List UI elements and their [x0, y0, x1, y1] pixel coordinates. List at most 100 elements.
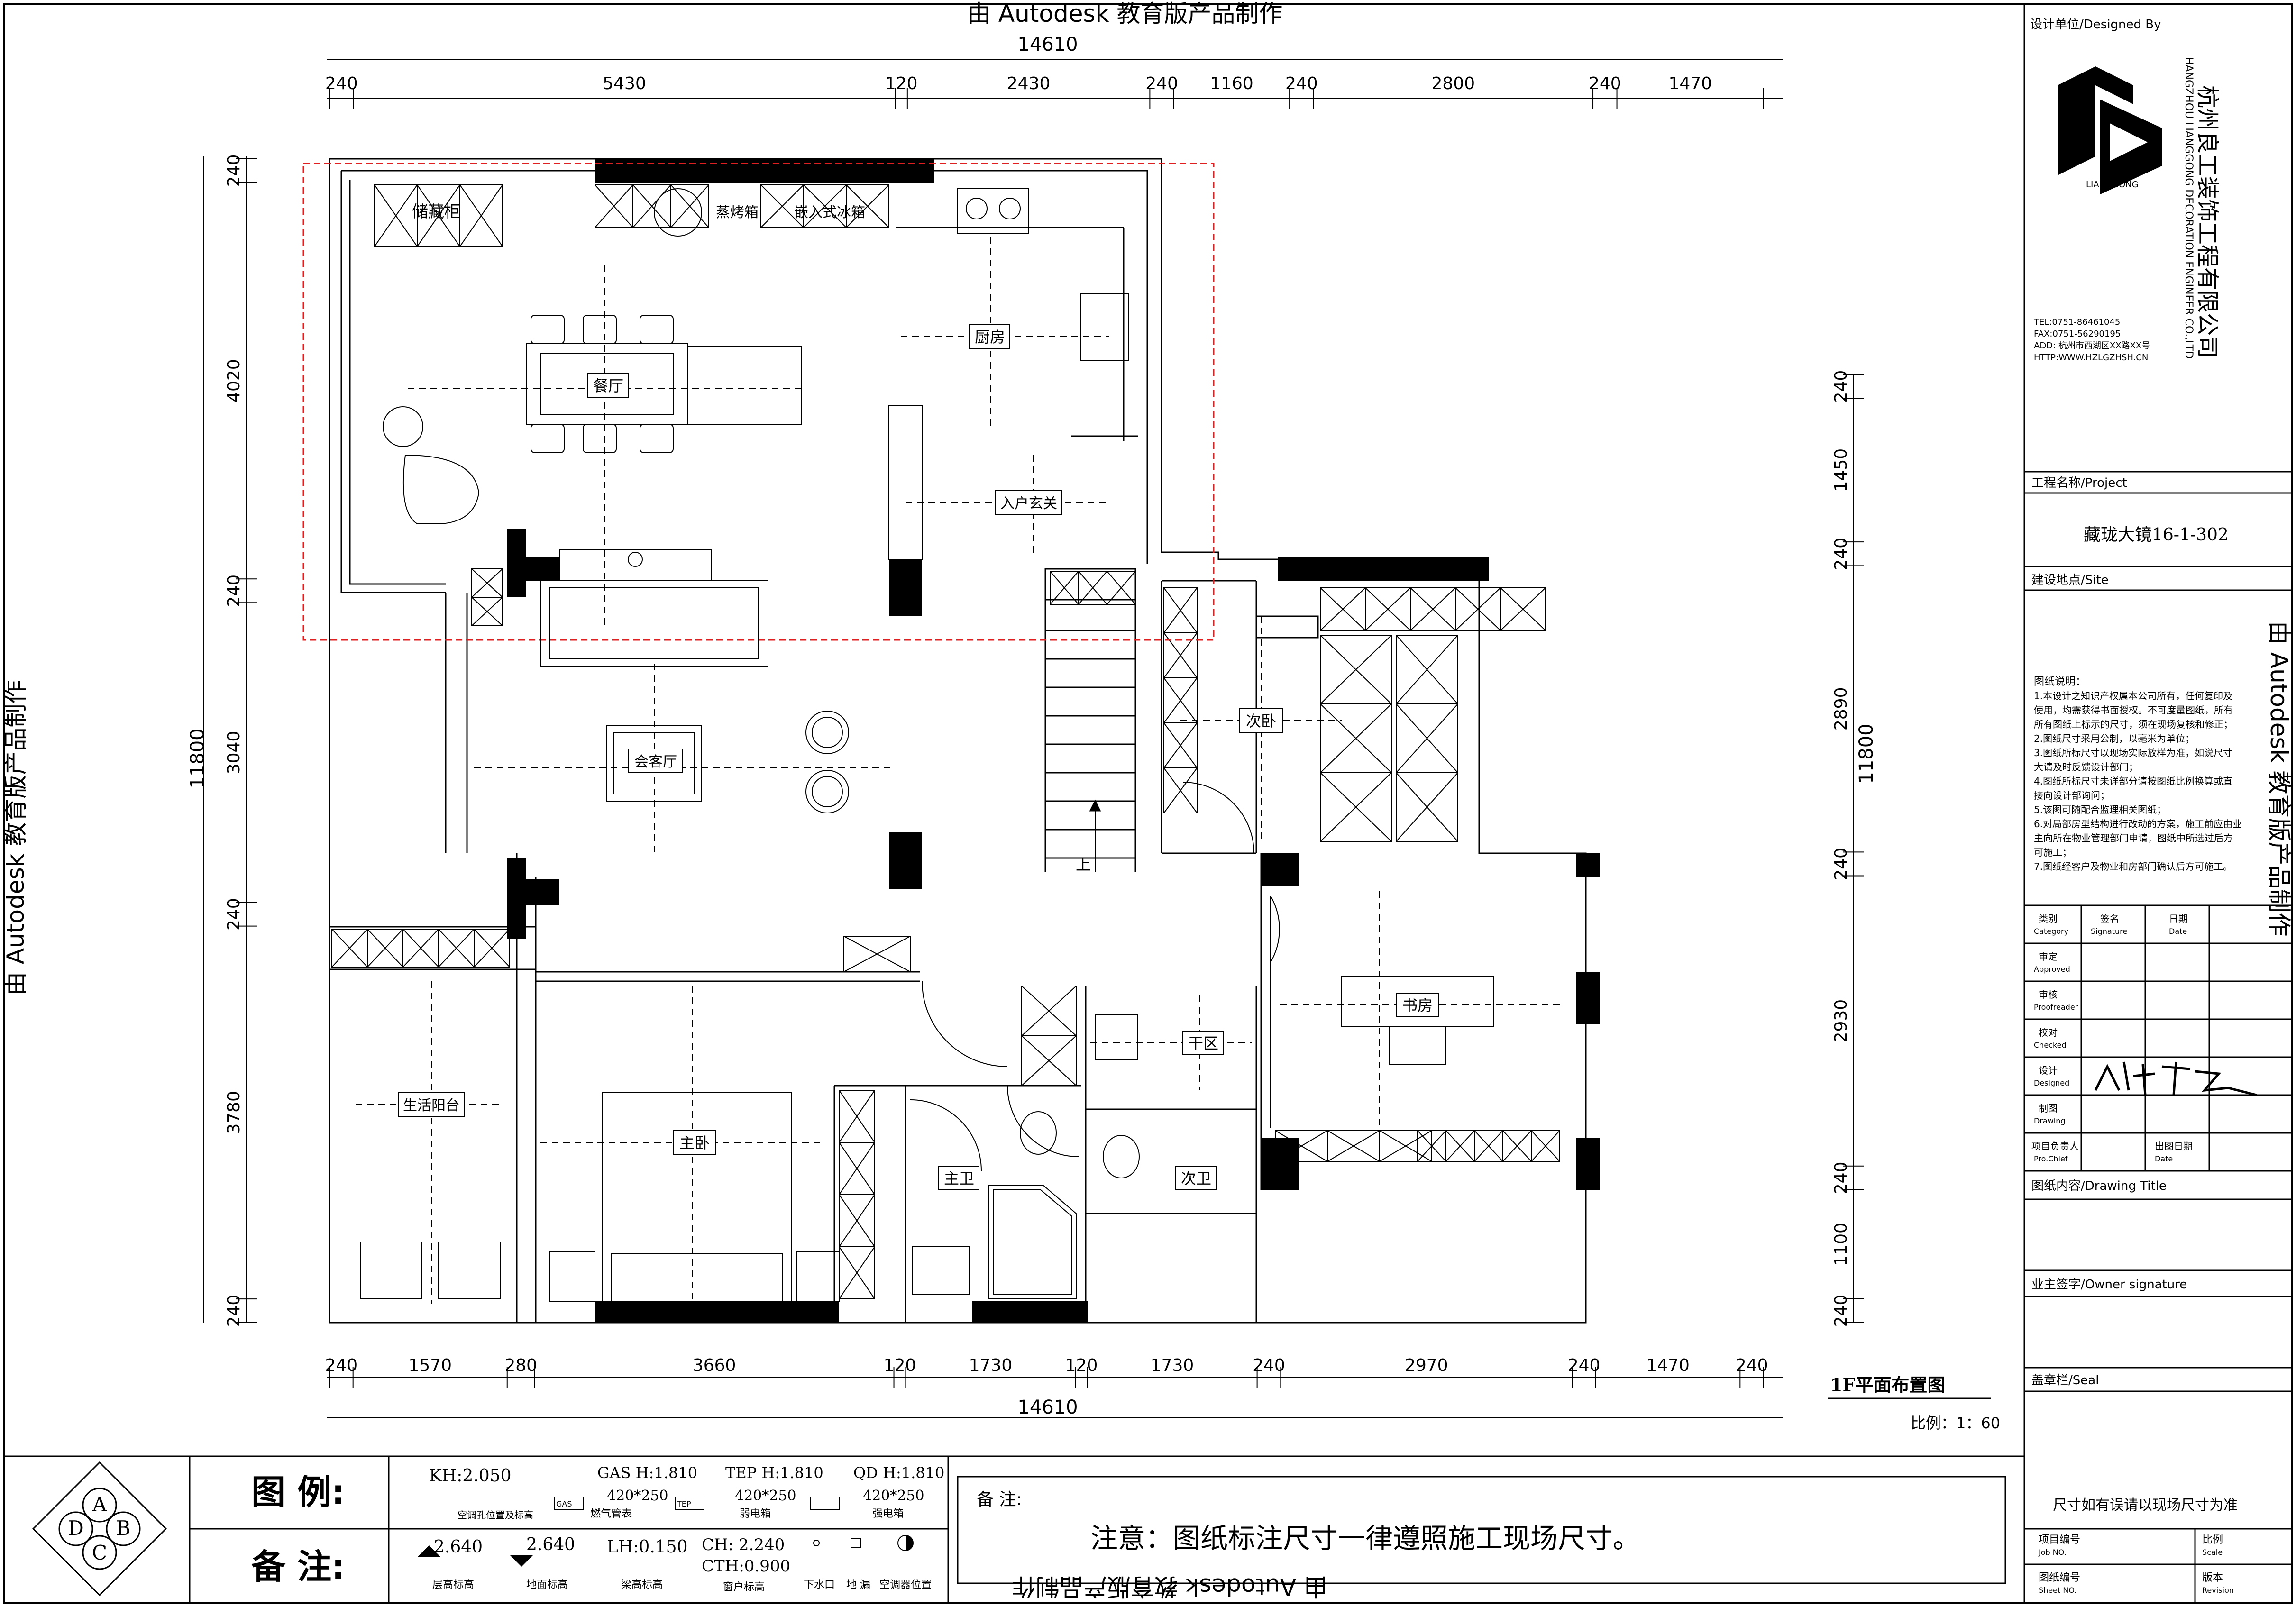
drawing-scale: 比例：1：60 — [1911, 1414, 2000, 1432]
svg-text:KH:2.050: KH:2.050 — [429, 1466, 511, 1486]
note-text: 注意：图纸标注尺寸一律遵照施工现场尺寸。 — [1090, 1522, 1640, 1554]
svg-text:Scale: Scale — [2202, 1548, 2223, 1557]
legend-frame — [32, 1456, 2006, 1603]
dim-top-1: 5430 — [603, 74, 646, 93]
svg-text:地 漏: 地 漏 — [846, 1579, 870, 1591]
svg-text:420*250: 420*250 — [735, 1488, 796, 1504]
dim-top-7: 2800 — [1432, 74, 1475, 93]
designer-signature — [2094, 1061, 2257, 1096]
dim-left-1: 4020 — [224, 359, 244, 402]
svg-text:GAS: GAS — [556, 1499, 572, 1508]
axis-lines — [356, 237, 1564, 1304]
dim-top-3: 2430 — [1007, 74, 1051, 93]
svg-text:Job NO.: Job NO. — [2038, 1548, 2067, 1557]
svg-text:Category: Category — [2034, 927, 2068, 936]
svg-text:下水口: 下水口 — [804, 1579, 835, 1591]
note-line-5: 大请及时反馈设计部门； — [2034, 761, 2138, 773]
svg-text:ADD: 杭州市西湖区XX路XX号: ADD: 杭州市西湖区XX路XX号 — [2034, 341, 2150, 351]
svg-text:CTH:0.900: CTH:0.900 — [702, 1557, 790, 1576]
svg-text:Pro.Chief: Pro.Chief — [2034, 1154, 2068, 1163]
right-dimensions — [1843, 374, 1894, 1323]
dim-bottom-4: 120 — [884, 1356, 916, 1375]
company-logo: LIANGGONG — [2058, 66, 2162, 194]
dim-right-0: 240 — [1831, 370, 1851, 403]
watermark-left: 由 Autodesk 教育版产品制作 — [2, 680, 29, 995]
svg-text:QD H:1.810: QD H:1.810 — [853, 1464, 944, 1482]
company-name: 杭州良工装饰工程有限公司 — [2194, 85, 2221, 358]
right-total-dim: 11800 — [1856, 723, 1877, 784]
label-up: 上 — [1076, 856, 1091, 874]
note-line-9: 6.对局部房型结构进行改动的方案，施工前应由业 — [2034, 818, 2242, 830]
svg-text:TEP: TEP — [677, 1499, 691, 1508]
svg-text:版本: 版本 — [2202, 1572, 2223, 1584]
dim-left-0: 240 — [224, 155, 244, 187]
abcd-d: D — [68, 1516, 84, 1540]
abcd-a: A — [92, 1493, 107, 1516]
left-dimensions — [203, 156, 257, 1323]
dim-bottom-9: 2970 — [1405, 1356, 1448, 1375]
legend-items: KH:2.050 空调孔位置及标高 GAS H:1.810 420*250 GA… — [417, 1464, 944, 1593]
note-line-11: 可施工； — [2034, 847, 2072, 858]
left-total-dim: 11800 — [187, 728, 209, 788]
svg-text:GAS H:1.810: GAS H:1.810 — [597, 1464, 697, 1482]
svg-text:工程名称/Project: 工程名称/Project — [2031, 476, 2127, 490]
dim-bottom-1: 1570 — [408, 1356, 452, 1375]
svg-text:Date: Date — [2155, 1154, 2173, 1163]
dim-top-6: 240 — [1285, 74, 1318, 93]
furniture — [360, 188, 1494, 1302]
svg-text:尺寸如有误请以现场尺寸为准: 尺寸如有误请以现场尺寸为准 — [2053, 1497, 2238, 1514]
note-line-10: 主向所在物业管理部门申请，图纸中所选过后方 — [2034, 832, 2233, 844]
note-line-12: 7.图纸经客户及物业和房部门确认后方可施工。 — [2034, 861, 2232, 872]
label-second-bath: 次卫 — [1181, 1169, 1211, 1187]
svg-text:Designed: Designed — [2034, 1078, 2069, 1087]
svg-text:Revision: Revision — [2202, 1586, 2234, 1595]
label-entry: 入户玄关 — [1000, 495, 1057, 512]
svg-text:层高标高: 层高标高 — [432, 1579, 474, 1591]
bottom-total-dim: 14610 — [1017, 1397, 1078, 1418]
svg-text:2.640: 2.640 — [434, 1537, 483, 1557]
dim-right-1: 1450 — [1831, 448, 1851, 492]
label-dining: 餐厅 — [593, 377, 623, 395]
dim-bottom-10: 240 — [1568, 1356, 1601, 1375]
dim-left-4: 240 — [224, 898, 244, 931]
room-labels: 储藏柜 蒸烤箱 嵌入式冰箱 厨房 餐厅 入户玄关 会客厅 次卧 书房 干区 生活… — [398, 202, 1439, 1190]
svg-text:Proofreader: Proofreader — [2034, 1003, 2078, 1012]
top-total-dim: 14610 — [1017, 34, 1078, 55]
label-balcony: 生活阳台 — [403, 1097, 460, 1114]
svg-text:HANGZHOU LIANGGONG DECORATION: HANGZHOU LIANGGONG DECORATION ENGINEER C… — [2183, 57, 2195, 359]
abcd-b: B — [116, 1516, 131, 1540]
svg-text:Checked: Checked — [2034, 1041, 2067, 1050]
remark-label: 备 注: — [251, 1547, 345, 1587]
svg-text:设计单位/Designed By: 设计单位/Designed By — [2030, 18, 2161, 32]
svg-text:建设地点/Site: 建设地点/Site — [2031, 573, 2109, 587]
svg-text:类别: 类别 — [2039, 913, 2058, 924]
note-line-6: 4.图纸所标尺寸未详部分请按图纸比例换算或直 — [2034, 776, 2232, 787]
dim-top-0: 240 — [325, 74, 358, 93]
svg-text:审核: 审核 — [2039, 989, 2058, 1000]
abcd-c: C — [92, 1541, 107, 1564]
svg-text:盖章栏/Seal: 盖章栏/Seal — [2031, 1373, 2099, 1388]
svg-text:TEL:0751-86461045: TEL:0751-86461045 — [2033, 317, 2120, 327]
label-master: 主卧 — [679, 1134, 710, 1152]
label-dry-zone: 干区 — [1188, 1034, 1218, 1052]
label-second-bed: 次卧 — [1246, 712, 1276, 730]
legend-label: 图 例: — [251, 1472, 345, 1512]
svg-text:TEP H:1.810: TEP H:1.810 — [725, 1464, 823, 1482]
svg-text:项目负责人: 项目负责人 — [2031, 1141, 2079, 1152]
svg-text:LH:0.150: LH:0.150 — [607, 1537, 688, 1557]
title-block-text: 设计单位/Designed By LIANGGONG 杭州良工装饰工程有限公司 … — [2030, 18, 2257, 1595]
watermark-bottom: 由 Autodesk 教育版产品制作 — [1012, 1573, 1327, 1600]
label-living: 会客厅 — [634, 754, 677, 770]
svg-text:图纸编号: 图纸编号 — [2039, 1572, 2080, 1584]
dim-bottom-8: 240 — [1253, 1356, 1285, 1375]
svg-text:空调孔位置及标高: 空调孔位置及标高 — [457, 1509, 533, 1521]
svg-text:日期: 日期 — [2169, 913, 2188, 924]
dim-right-8: 240 — [1831, 1295, 1851, 1327]
svg-text:Approved: Approved — [2034, 965, 2070, 974]
svg-text:2.640: 2.640 — [526, 1535, 575, 1554]
svg-text:制图: 制图 — [2039, 1103, 2058, 1114]
label-storage: 储藏柜 — [412, 202, 460, 221]
svg-text:签名: 签名 — [2100, 913, 2119, 924]
note-line-3: 2.图纸尺寸采用公制，以毫米为单位； — [2034, 733, 2195, 744]
